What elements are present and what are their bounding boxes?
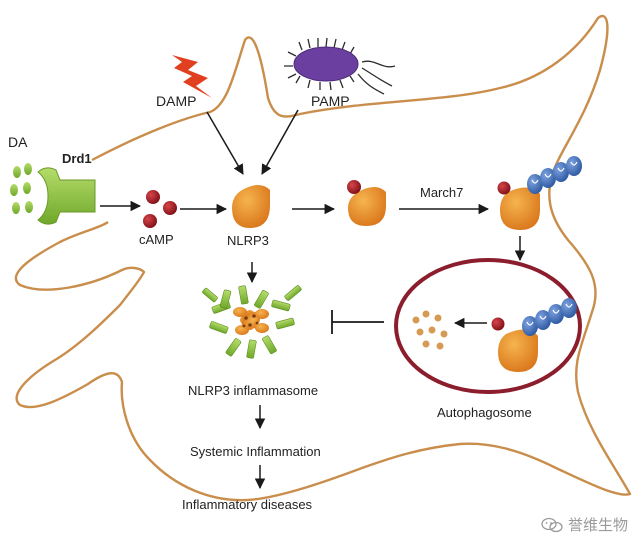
lightning-icon xyxy=(172,55,212,98)
watermark-text: 誉维生物 xyxy=(567,516,628,534)
label-drd1: Drd1 xyxy=(62,151,92,166)
autophagosome xyxy=(394,258,582,394)
drd1-receptor xyxy=(37,167,96,225)
dopamine-molecules xyxy=(10,163,33,214)
label-damp: DAMP xyxy=(156,93,197,109)
bacterium-icon xyxy=(284,37,396,95)
watermark: 誉维生物 xyxy=(541,514,628,535)
cell-membrane xyxy=(14,15,632,502)
degraded-fragments xyxy=(412,310,448,350)
ubiquitinated-nlrp3 xyxy=(497,156,582,230)
label-nlrp3: NLRP3 xyxy=(227,233,269,248)
label-nlrp3-inflammasome: NLRP3 inflammasome xyxy=(188,383,319,398)
pathway-arrows xyxy=(100,109,526,490)
label-da: DA xyxy=(8,134,28,150)
inflammasome-complex xyxy=(202,285,302,359)
wechat-logo-icon xyxy=(541,517,563,532)
label-camp: cAMP xyxy=(139,232,174,247)
label-inflammatory-diseases: Inflammatory diseases xyxy=(182,497,313,512)
nlrp3-bound-camp xyxy=(347,180,386,226)
camp-molecules xyxy=(143,190,177,228)
nlrp3-protein xyxy=(232,185,270,228)
label-autophagosome: Autophagosome xyxy=(437,405,532,420)
label-pamp: PAMP xyxy=(311,93,350,109)
inhibition-line xyxy=(331,310,384,334)
label-systemic-inflammation: Systemic Inflammation xyxy=(190,444,321,459)
label-march7: March7 xyxy=(420,185,464,200)
